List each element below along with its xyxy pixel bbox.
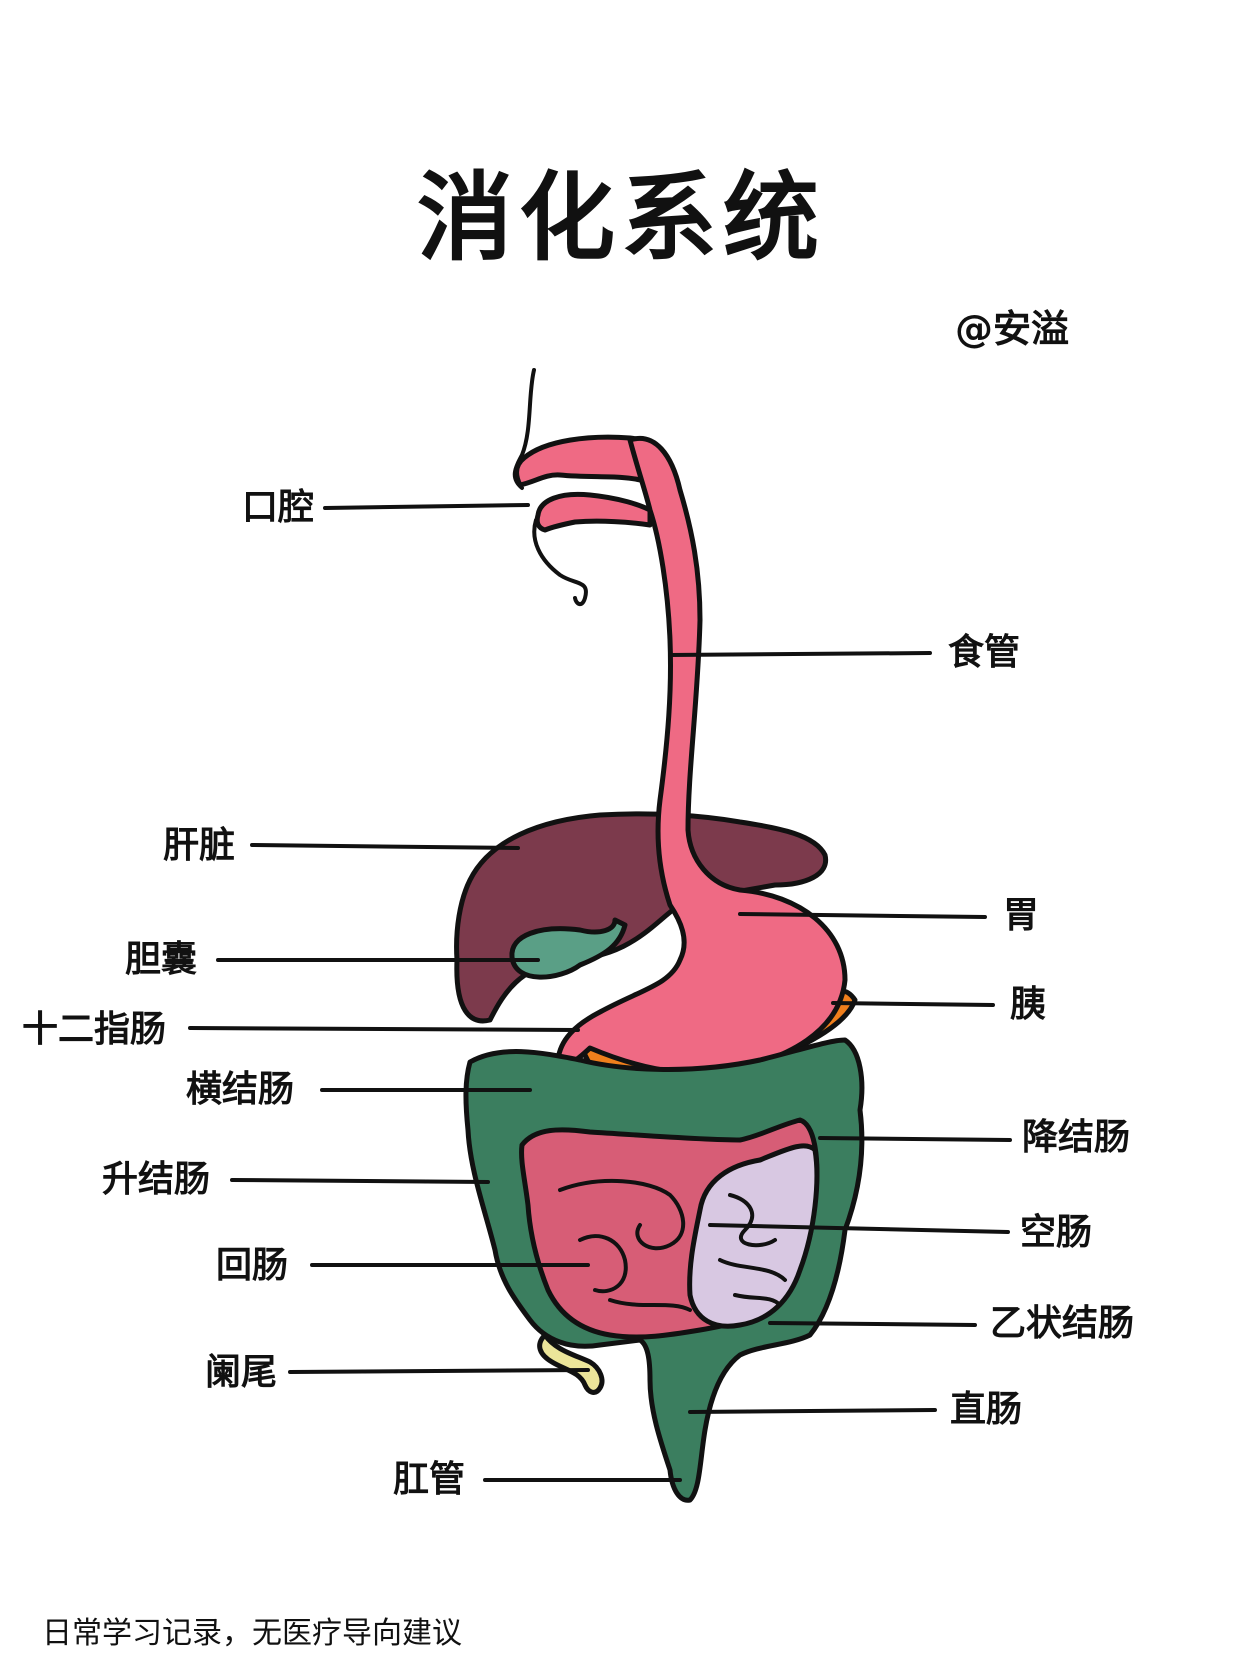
label-descending-colon: 降结肠 — [1022, 1117, 1131, 1158]
label-duodenum: 十二指肠 — [22, 1009, 167, 1050]
label-transverse-colon: 横结肠 — [186, 1069, 295, 1110]
leader-descending-colon — [818, 1136, 1012, 1142]
leader-rectum — [688, 1408, 937, 1414]
label-appendix: 阑尾 — [205, 1352, 278, 1393]
label-jejunum: 空肠 — [1020, 1212, 1093, 1253]
author-credit: @安溢 — [955, 307, 1070, 351]
leader-pancreas — [831, 1001, 995, 1007]
leader-liver — [250, 843, 520, 850]
leader-esophagus — [668, 651, 932, 657]
liver-shape — [454, 811, 829, 1024]
label-pancreas: 胰 — [1010, 984, 1047, 1025]
label-stomach: 胃 — [1003, 895, 1040, 936]
leader-ascending-colon — [230, 1178, 490, 1184]
tongue-shape — [534, 491, 653, 533]
label-rectum: 直肠 — [950, 1389, 1023, 1430]
ileum-folds — [558, 1179, 692, 1312]
label-gallbladder: 胆囊 — [125, 939, 198, 980]
label-anus: 肛管 — [393, 1459, 466, 1500]
jejunum-folds — [718, 1193, 787, 1307]
footer-note: 日常学习记录，无医疗导向建议 — [42, 1616, 462, 1651]
label-sigmoid-colon: 乙状结肠 — [990, 1303, 1135, 1344]
appendix-shape — [537, 1332, 605, 1395]
label-ileum: 回肠 — [216, 1245, 289, 1286]
label-mouth: 口腔 — [242, 487, 315, 528]
gallbladder-shape — [509, 917, 628, 980]
label-ascending-colon: 升结肠 — [102, 1159, 211, 1200]
leader-stomach — [738, 912, 987, 919]
label-liver: 肝脏 — [163, 825, 236, 866]
esophagus-stomach-shape — [555, 436, 848, 1076]
leader-appendix — [288, 1368, 590, 1374]
label-esophagus: 食管 — [948, 632, 1021, 673]
leader-mouth — [323, 503, 530, 510]
page-title: 消化系统 — [417, 162, 825, 274]
leader-sigmoid-colon — [768, 1321, 977, 1327]
leader-jejunum — [708, 1223, 1010, 1234]
leader-duodenum — [188, 1026, 580, 1032]
face-profile-outline — [512, 368, 588, 606]
